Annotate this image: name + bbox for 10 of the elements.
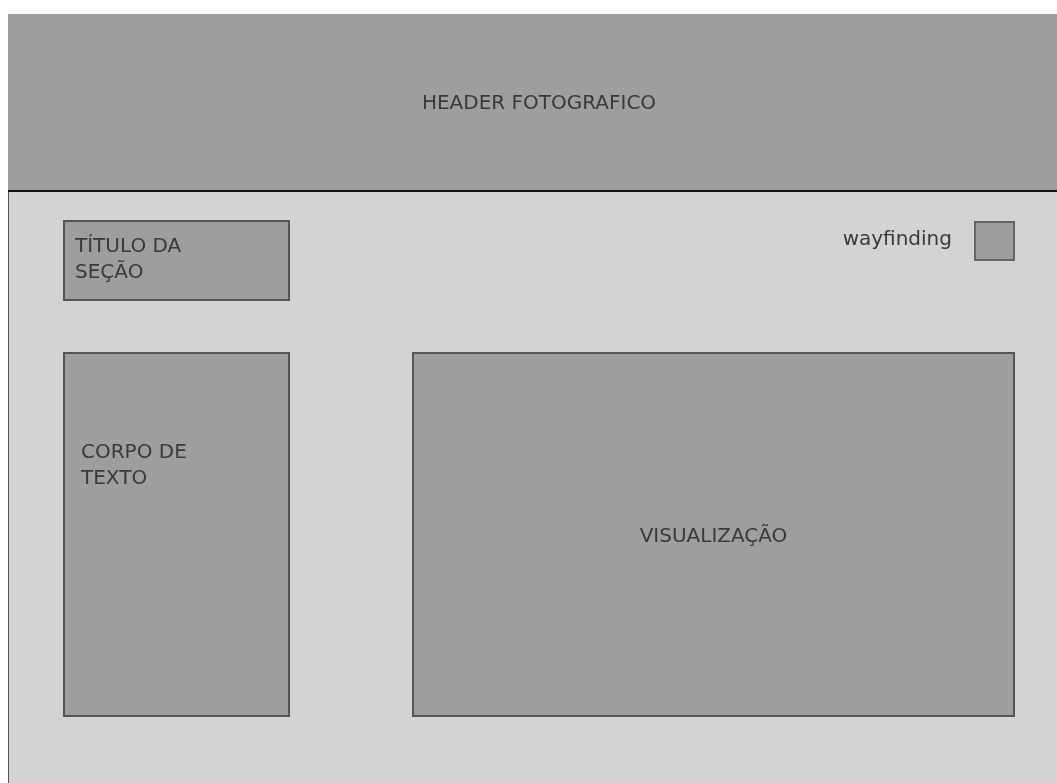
box-label: VISUALIZAÇÃO <box>638 521 789 548</box>
visualization-box <box>412 352 1015 717</box>
wayfinding-label: wayfinding <box>842 225 952 251</box>
box-label: CORPO DE TEXTO <box>81 438 188 490</box>
header-block <box>8 14 1057 192</box>
box-label: HEADER FOTOGRAFICO <box>420 89 658 115</box>
box-label: TÍTULO DA SEÇÃO <box>75 232 183 284</box>
body-text-box <box>63 352 290 717</box>
page-frame <box>8 14 1057 783</box>
section-title-box <box>63 220 290 301</box>
